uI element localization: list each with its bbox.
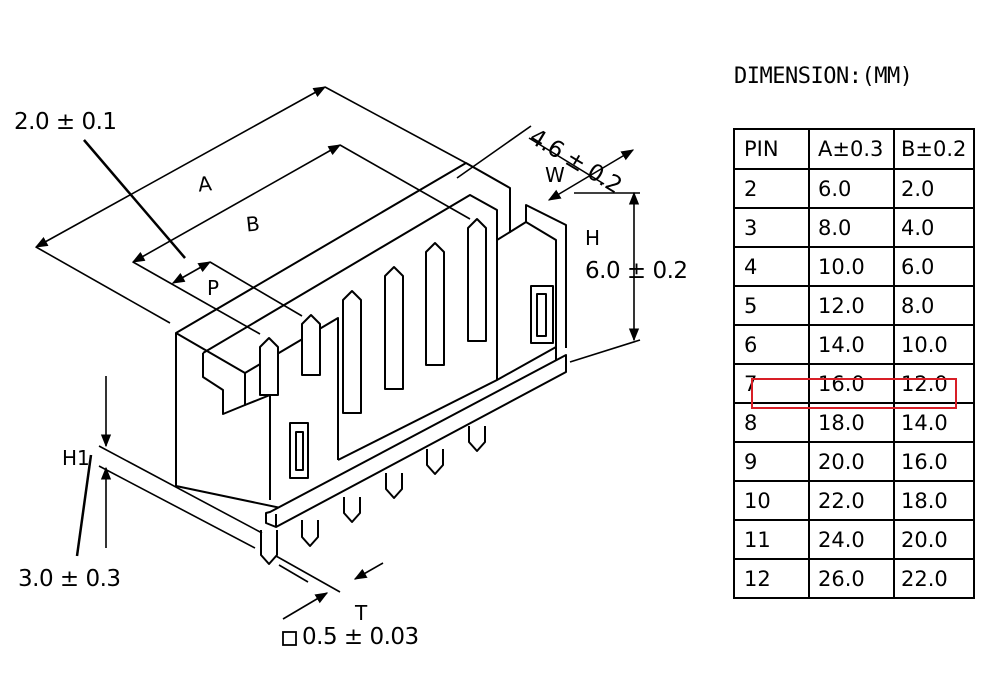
cell-pin: 10 [733,480,810,521]
dimension-h-label: H [585,226,601,250]
header-a: A±0.3 [808,128,895,170]
housing-outline [175,162,567,528]
dimension-h1-label: H1 [62,446,90,470]
cell-a: 6.0 [808,168,895,209]
pin-tolerance-label: 0.5 ± 0.03 [302,624,419,650]
lock-windows [289,285,554,479]
pitch-tolerance-label: 2.0 ± 0.1 [14,109,117,135]
cell-pin: 3 [733,207,810,248]
lower-pins [260,426,486,565]
cell-a: 18.0 [808,402,895,443]
cell-a: 26.0 [808,558,895,599]
cell-b: 22.0 [893,558,975,599]
height-tolerance-label: 6.0 ± 0.2 [585,258,688,284]
cell-pin: 4 [733,246,810,287]
dimension-t-label: T [355,601,368,625]
cell-b: 2.0 [893,168,975,209]
dimension-b-label: B [244,211,261,237]
cell-b: 16.0 [893,441,975,482]
cell-a: 12.0 [808,285,895,326]
cell-a: 24.0 [808,519,895,560]
cell-a: 16.0 [808,363,895,404]
cell-b: 6.0 [893,246,975,287]
cell-pin: 7 [733,363,810,404]
header-b: B±0.2 [893,128,975,170]
cell-pin: 9 [733,441,810,482]
cell-pin: 6 [733,324,810,365]
upper-pins [259,218,487,414]
cell-b: 20.0 [893,519,975,560]
cell-pin: 12 [733,558,810,599]
cell-b: 10.0 [893,324,975,365]
h1-tolerance-label: 3.0 ± 0.3 [18,566,121,592]
table-title: DIMENSION:(MM) [734,64,913,89]
cell-a: 20.0 [808,441,895,482]
header-pin: PIN [733,128,810,170]
dimension-w-label: W [545,163,565,187]
cell-pin: 11 [733,519,810,560]
dimension-a-label: A [196,171,213,197]
table-header-row: PIN A±0.3 B±0.2 [733,128,975,170]
cell-b: 8.0 [893,285,975,326]
square-pin-icon [282,631,297,646]
cell-a: 22.0 [808,480,895,521]
row-highlight-box [751,378,957,409]
cell-pin: 5 [733,285,810,326]
dimension-p-label: P [207,276,220,300]
cell-b: 12.0 [893,363,975,404]
cell-b: 4.0 [893,207,975,248]
cell-b: 18.0 [893,480,975,521]
cell-a: 14.0 [808,324,895,365]
cell-a: 8.0 [808,207,895,248]
cell-pin: 2 [733,168,810,209]
cell-a: 10.0 [808,246,895,287]
